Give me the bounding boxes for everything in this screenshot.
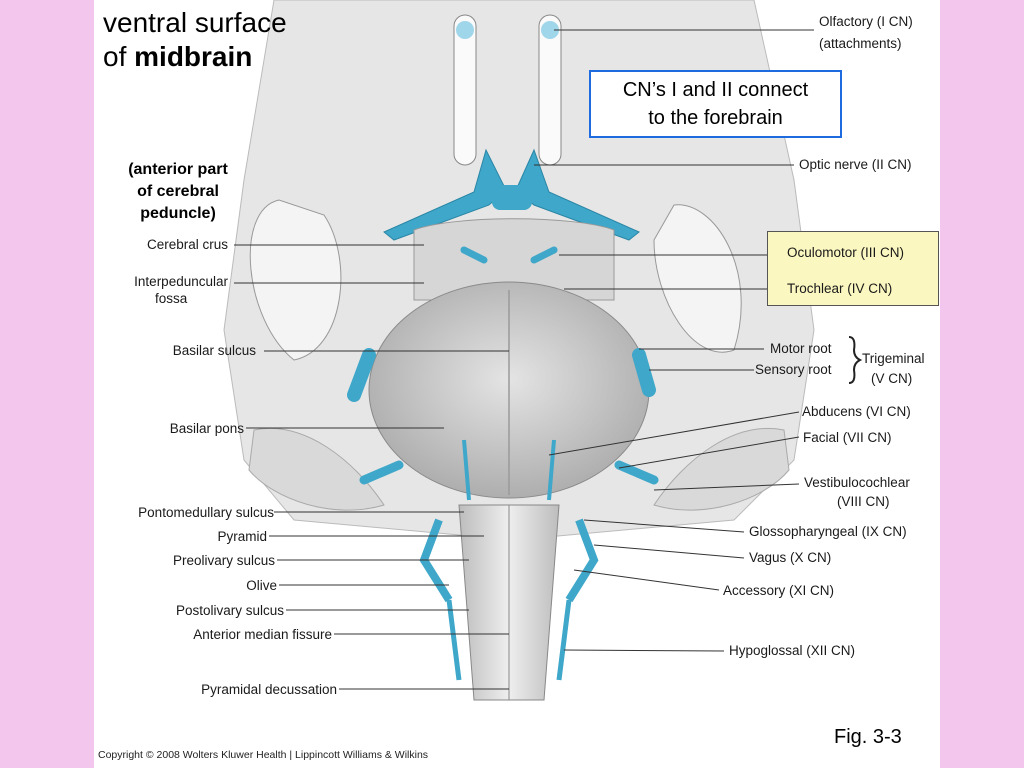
label-optic: Optic nerve (II CN) <box>799 157 912 172</box>
title-line2: of midbrain <box>103 41 253 72</box>
label-trigeminal-1: Trigeminal <box>862 351 925 366</box>
label-abducens: Abducens (VI CN) <box>802 404 911 419</box>
cerebellum-left <box>248 428 385 511</box>
label-basilar-pons: Basilar pons <box>169 421 244 436</box>
figure-label: Fig. 3-3 <box>834 726 902 748</box>
label-vestibulocochlear-2: (VIII CN) <box>837 494 890 509</box>
label-interpeduncular-1: Interpeduncular <box>134 274 228 289</box>
oculomotor-nerve-left <box>460 246 488 264</box>
slide-title: ventral surface of midbrain <box>103 6 287 74</box>
abducens-nerve-left <box>462 439 471 501</box>
label-postolivary-sulcus: Postolivary sulcus <box>175 603 284 618</box>
label-trochlear: Trochlear (IV CN) <box>787 281 893 296</box>
label-trigeminal-2: (V CN) <box>871 371 913 386</box>
label-preolivary-sulcus: Preolivary sulcus <box>172 553 275 568</box>
label-vagus: Vagus (X CN) <box>749 550 832 565</box>
abducens-nerve-right <box>547 439 556 501</box>
label-anterior-median-fissure: Anterior median fissure <box>193 627 332 642</box>
title-bold: midbrain <box>134 41 253 72</box>
label-accessory: Accessory (XI CN) <box>723 583 835 598</box>
right-leader-lines <box>534 29 814 652</box>
label-facial: Facial (VII CN) <box>803 430 892 445</box>
temporal-lobe-left <box>249 199 342 361</box>
left-leader-lines <box>234 244 509 690</box>
title-line1: ventral surface <box>103 7 287 38</box>
optic-chiasm-center <box>492 185 532 210</box>
label-hypoglossal: Hypoglossal (XII CN) <box>729 643 856 658</box>
label-olfactory-1: Olfactory (I CN) <box>819 14 913 29</box>
facial-nerve-left <box>359 460 404 485</box>
peduncle-note: (anterior part of cerebral peduncle) <box>128 161 228 222</box>
label-pontomedullary-sulcus: Pontomedullary sulcus <box>138 505 274 520</box>
accessory-right <box>556 599 572 681</box>
temporal-lobe-right <box>653 204 742 353</box>
label-olfactory-2: (attachments) <box>819 36 902 51</box>
trigeminal-brace-icon <box>848 336 863 384</box>
label-interpeduncular-2: fossa <box>155 291 188 306</box>
label-pyramidal-decussation: Pyramidal decussation <box>201 682 337 697</box>
midbrain <box>413 218 615 301</box>
forebrain-callout: CN’s I and II connect to the forebrain <box>589 70 842 138</box>
label-pyramid: Pyramid <box>217 529 267 544</box>
label-vestibulocochlear-1: Vestibulocochlear <box>804 475 910 490</box>
label-oculomotor: Oculomotor (III CN) <box>787 245 905 260</box>
olfactory-bulb-right <box>541 21 559 39</box>
trigeminal-root-right <box>632 348 656 397</box>
cerebellum-right <box>653 428 790 511</box>
label-olive: Olive <box>246 578 277 593</box>
label-motor-root: Motor root <box>770 341 832 356</box>
cn-highlight-box <box>767 231 939 306</box>
accessory-left <box>446 599 462 681</box>
label-sensory-root: Sensory root <box>755 362 832 377</box>
glossopharyngeal-vagus-right <box>565 518 599 603</box>
olfactory-bulb-left <box>456 21 474 39</box>
slide-panel: ventral surface of midbrain (anterior pa… <box>94 0 940 768</box>
label-glossopharyngeal: Glossopharyngeal (IX CN) <box>749 524 907 539</box>
trigeminal-root-left <box>347 348 376 402</box>
copyright-text: Copyright © 2008 Wolters Kluwer Health |… <box>98 749 429 761</box>
oculomotor-nerve-right <box>530 246 558 264</box>
label-cerebral-crus: Cerebral crus <box>146 237 228 252</box>
label-basilar-sulcus: Basilar sulcus <box>172 343 256 358</box>
olfactory-tract-left <box>453 14 477 166</box>
